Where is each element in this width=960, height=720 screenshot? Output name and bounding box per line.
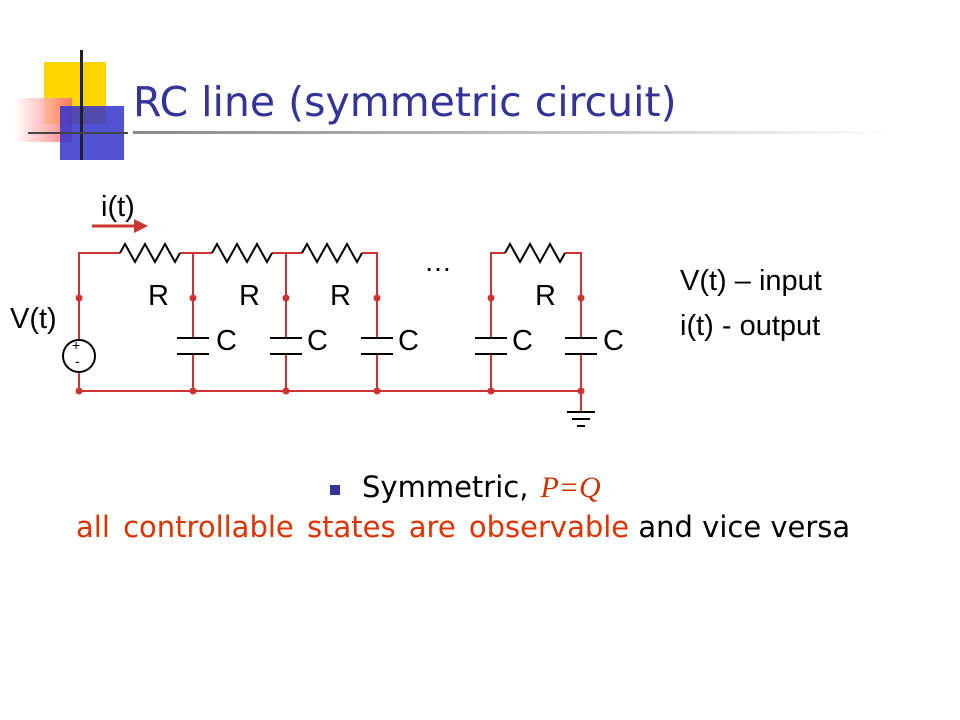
resistor-4 <box>504 241 566 265</box>
resistor-4-label: R <box>535 280 556 312</box>
slide-title: RC line (symmetric circuit) <box>133 78 677 126</box>
capacitor-1-label: C <box>216 325 237 357</box>
resistor-1 <box>119 241 181 265</box>
bullet-equation: P=Q <box>540 471 601 504</box>
deco-horizontal-line <box>28 132 128 134</box>
source-minus-sign: - <box>75 353 80 369</box>
voltage-source <box>62 339 96 373</box>
resistor-2 <box>211 241 273 265</box>
output-note: i(t) - output <box>680 310 821 342</box>
rc-ladder-circuit <box>62 219 597 427</box>
top-wire-3 <box>362 252 378 338</box>
bullet-marker <box>330 484 340 495</box>
ellipsis: … <box>424 246 453 277</box>
bottom-rail <box>78 372 581 392</box>
wires <box>78 252 582 412</box>
resistor-3 <box>301 241 363 265</box>
junction-dots <box>75 294 585 395</box>
resistor-1-label: R <box>148 280 169 312</box>
conclusion-highlight: all controllable states are observable <box>76 510 630 544</box>
current-label: i(t) <box>101 191 135 223</box>
left-top-wire <box>78 252 120 340</box>
source-plus-sign: + <box>72 337 81 353</box>
capacitor-5-label: C <box>603 325 624 357</box>
input-note: V(t) – input <box>680 265 822 297</box>
deco-vertical-line <box>80 50 83 160</box>
conclusion-tail: and vice versa <box>629 510 851 544</box>
capacitor-3-label: C <box>398 325 419 357</box>
title-underline <box>133 131 893 134</box>
resistor-3-label: R <box>330 280 351 312</box>
conclusion-line: all controllable states are observable a… <box>76 510 850 544</box>
bullet-item: Symmetric, P=Q <box>330 470 601 505</box>
current-arrow <box>92 219 148 233</box>
top-wire-4 <box>490 252 505 338</box>
resistor-2-label: R <box>239 280 260 312</box>
source-label: V(t) <box>10 303 57 335</box>
capacitor-2-label: C <box>307 325 328 357</box>
bullet-text: Symmetric, <box>362 470 529 504</box>
top-wire-5 <box>565 252 582 338</box>
ground-symbol <box>567 411 595 427</box>
capacitor-4-label: C <box>512 325 533 357</box>
